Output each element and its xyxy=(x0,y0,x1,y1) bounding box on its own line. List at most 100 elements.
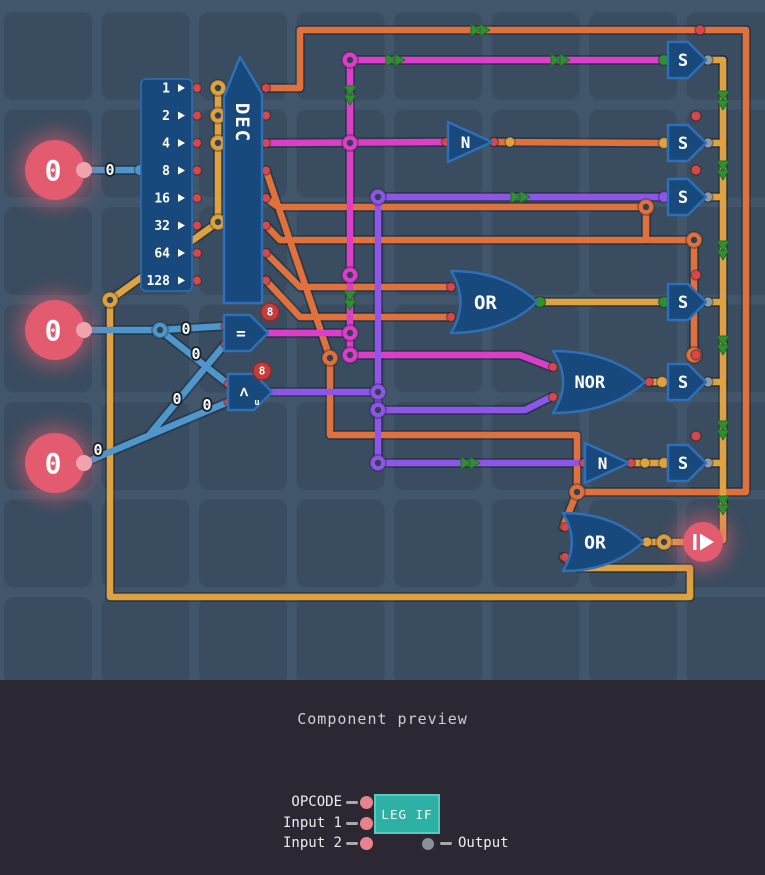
wire-orange[interactable] xyxy=(262,222,698,244)
dec-pin-label: 128 xyxy=(147,274,171,289)
comparator-equal[interactable] xyxy=(222,313,270,353)
switch-component[interactable] xyxy=(666,282,708,322)
wire-junction-hole xyxy=(346,351,354,359)
grid-tile xyxy=(296,109,385,198)
gate-n[interactable] xyxy=(583,441,631,485)
signal-arrow-icon xyxy=(716,495,730,507)
signal-arrow-icon xyxy=(519,190,531,204)
switch-label: S xyxy=(678,51,688,71)
wire-purple[interactable] xyxy=(374,393,555,414)
wire-orange[interactable] xyxy=(262,167,581,496)
wire-junction-hole xyxy=(374,193,382,201)
pin-dot xyxy=(191,110,203,121)
wire-junction-hole xyxy=(660,538,668,546)
wire-orange[interactable] xyxy=(489,138,664,147)
pin-stub xyxy=(346,801,358,804)
grid-tile xyxy=(199,12,287,100)
wire-value-label: 0 xyxy=(181,320,190,338)
grid-tile xyxy=(199,597,287,680)
comparator-less-unsigned[interactable] xyxy=(226,372,274,412)
switch-component[interactable] xyxy=(666,177,708,217)
input-component[interactable] xyxy=(25,140,85,200)
dec-pin-arrow-icon xyxy=(178,139,185,147)
grid-tile xyxy=(394,402,482,490)
output-play-icon xyxy=(700,533,714,551)
signal-arrow-icon xyxy=(559,53,571,67)
dec-pin-label: 16 xyxy=(154,192,170,207)
wire-amber[interactable] xyxy=(106,84,694,601)
pin-dot xyxy=(547,361,559,373)
dec-pin-arrow-icon xyxy=(178,249,185,257)
dec-pin-label: 64 xyxy=(154,247,170,262)
grid-tile xyxy=(101,402,190,490)
dec-pin-label: 4 xyxy=(162,137,170,152)
grid-tile xyxy=(101,597,190,680)
wire-junction-hole xyxy=(690,236,698,244)
grid-tile xyxy=(491,499,580,588)
input-pin[interactable] xyxy=(76,322,92,338)
gate-n[interactable] xyxy=(446,120,494,164)
preview-pin-label-input2: Input 2 xyxy=(282,835,342,851)
gate-or[interactable] xyxy=(449,269,539,335)
switch-label: S xyxy=(678,454,688,474)
wire-junction-hole xyxy=(214,218,222,226)
pin-dot xyxy=(191,247,203,259)
pin-dot xyxy=(191,192,203,204)
dec-pin-arrow-icon xyxy=(178,111,185,120)
switch-component[interactable] xyxy=(666,362,708,402)
switch-component[interactable] xyxy=(666,123,708,163)
decoder-pin-strip[interactable] xyxy=(140,78,193,292)
input-pin[interactable] xyxy=(76,455,92,471)
signal-arrow-icon xyxy=(716,99,730,111)
decoder-component[interactable] xyxy=(222,55,264,305)
bit-width-badge-label: 8 xyxy=(259,365,266,378)
wire-junction-hole xyxy=(214,84,222,92)
wire-blue[interactable] xyxy=(146,340,229,438)
grid-tile xyxy=(296,12,385,100)
grid-tile xyxy=(296,499,385,588)
wire-orange[interactable] xyxy=(262,277,455,321)
signal-arrow-icon xyxy=(716,169,730,181)
grid-tile xyxy=(491,597,580,680)
switch-component[interactable] xyxy=(666,40,708,80)
pin-dot xyxy=(690,164,702,176)
switch-component[interactable] xyxy=(666,443,708,483)
bit-width-badge xyxy=(260,302,280,322)
signal-arrow-icon xyxy=(343,85,357,97)
pin-dot xyxy=(694,24,706,36)
wire-junction-hole xyxy=(642,203,650,211)
gate-or[interactable] xyxy=(561,511,645,573)
input-pin[interactable] xyxy=(76,162,92,178)
switch-label: S xyxy=(678,188,688,208)
grid-tile xyxy=(394,597,482,680)
input-value: 0 xyxy=(45,154,62,187)
wire-blue[interactable] xyxy=(156,326,232,388)
wire-blue[interactable] xyxy=(80,398,232,467)
input-component[interactable] xyxy=(25,300,85,360)
gate-nor[interactable] xyxy=(551,349,647,415)
component-preview-panel: Component preview OPCODE Input 1 Input 2… xyxy=(0,680,765,875)
preview-pin-label-output: Output xyxy=(458,835,509,851)
grid-tile xyxy=(394,499,482,588)
circuit-canvas[interactable]: NORNORNORSSSSSSDEC1248163264128=8<u80000… xyxy=(0,0,765,680)
signal-arrow-icon xyxy=(716,160,730,172)
signal-arrow-icon xyxy=(716,420,730,432)
wire-magenta[interactable] xyxy=(346,351,555,371)
preview-component-chip: LEG IF xyxy=(374,794,440,834)
wire-junction-hole xyxy=(346,139,354,147)
signal-arrow-icon xyxy=(460,456,472,470)
input-component[interactable] xyxy=(25,433,85,493)
wire-orange[interactable] xyxy=(262,249,455,291)
panel-title: Component preview xyxy=(297,710,468,728)
wire-value-label: 0 xyxy=(172,390,181,408)
switch-label: S xyxy=(678,293,688,313)
dec-pin-arrow-icon xyxy=(178,276,185,285)
pin-dot xyxy=(690,349,702,361)
input-value: 0 xyxy=(45,447,62,480)
dec-pin-label: 2 xyxy=(162,109,170,124)
wire-value-label: 0 xyxy=(93,441,102,459)
grid-tile xyxy=(296,207,385,295)
switch-label: S xyxy=(678,373,688,393)
grid-tile xyxy=(199,499,287,588)
gate-label: NOR xyxy=(574,373,605,393)
